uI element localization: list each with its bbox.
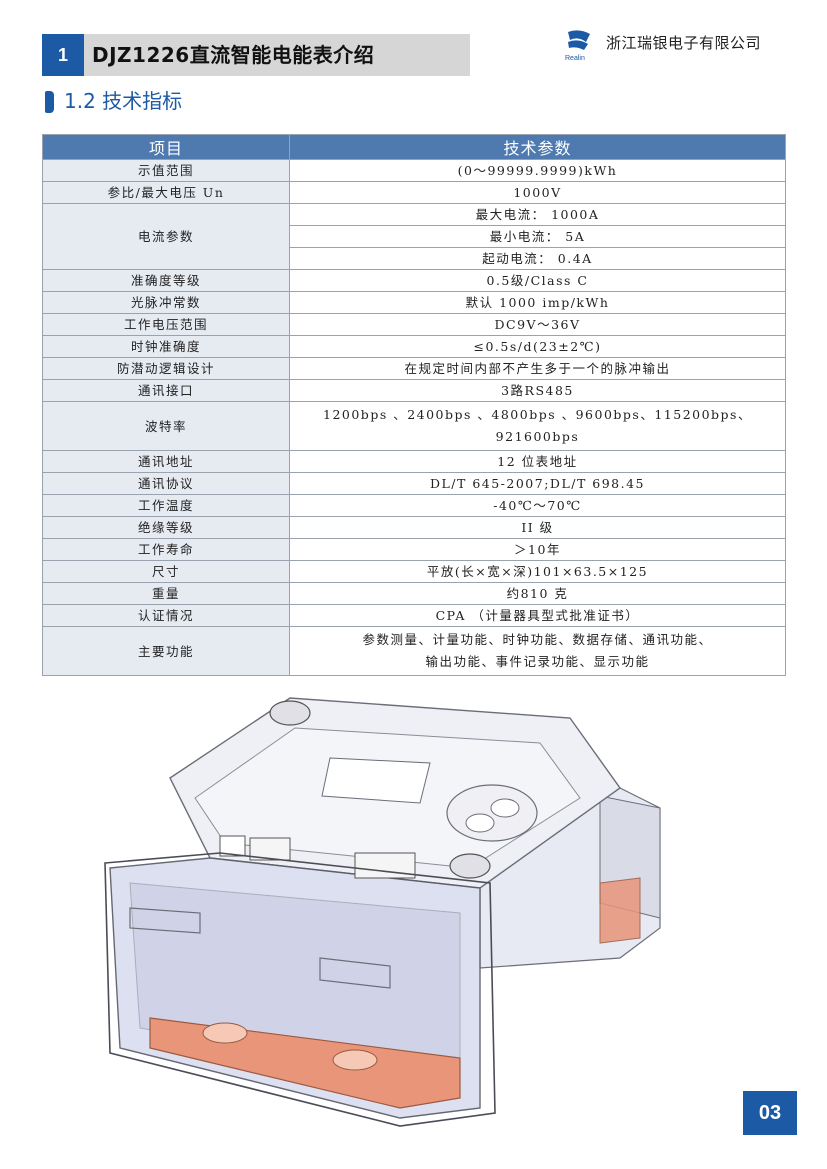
row-label: 电流参数 xyxy=(42,203,290,270)
table-row: 工作温度 -40℃～70℃ xyxy=(42,494,786,517)
table-row: 通讯接口 3路RS485 xyxy=(42,379,786,402)
table-row: 电流参数 最大电流： 1000A xyxy=(42,203,786,270)
company-name: 浙江瑞银电子有限公司 xyxy=(606,34,762,52)
row-value: 3路RS485 xyxy=(289,379,786,402)
table-row: 波特率 1200bps 、2400bps 、4800bps 、9600bps、1… xyxy=(42,401,786,451)
row-value: 0.5级/Class C xyxy=(289,269,786,292)
row-label: 准确度等级 xyxy=(42,269,290,292)
row-value-line: 参数测量、计量功能、时钟功能、数据存储、通讯功能、 xyxy=(362,632,713,647)
row-label: 通讯地址 xyxy=(42,450,290,473)
meter-product-illustration xyxy=(104,697,661,1127)
row-label: 光脉冲常数 xyxy=(42,291,290,314)
row-label: 重量 xyxy=(42,582,290,605)
row-value: -40℃～70℃ xyxy=(289,494,786,517)
row-label: 示值范围 xyxy=(42,159,290,182)
header-params: 技术参数 xyxy=(289,134,786,160)
table-row: 通讯协议 DL/T 645-2007;DL/T 698.45 xyxy=(42,472,786,495)
row-value-line: 输出功能、事件记录功能、显示功能 xyxy=(425,654,650,669)
row-label: 通讯接口 xyxy=(42,379,290,402)
row-value: 最小电流： 5A xyxy=(289,225,786,248)
table-row: 准确度等级 0.5级/Class C xyxy=(42,269,786,292)
header-item: 项目 xyxy=(42,134,290,160)
row-value: 默认 1000 imp/kWh xyxy=(289,291,786,314)
row-value: ≤0.5s/d(23±2℃) xyxy=(289,335,786,358)
row-value: 起动电流： 0.4A xyxy=(289,247,786,270)
table-row: 认证情况 CPA （计量器具型式批准证书） xyxy=(42,604,786,627)
row-value: 在规定时间内部不产生多于一个的脉冲输出 xyxy=(289,357,786,380)
row-value: 约810 克 xyxy=(289,582,786,605)
row-value: DL/T 645-2007;DL/T 698.45 xyxy=(289,472,786,495)
chapter-title: DJZ1226直流智能电能表介绍 xyxy=(92,43,375,67)
row-value-line: 1200bps 、2400bps 、4800bps 、9600bps、11520… xyxy=(323,407,752,422)
row-value: 最大电流： 1000A xyxy=(289,203,786,226)
row-value: II 级 xyxy=(289,516,786,539)
company-logo-icon: Realin xyxy=(565,30,590,62)
row-value: 参数测量、计量功能、时钟功能、数据存储、通讯功能、 输出功能、事件记录功能、显示… xyxy=(289,626,786,676)
table-row: 示值范围 (0～99999.9999)kWh xyxy=(42,159,786,182)
table-row: 参比/最大电压 Un 1000V xyxy=(42,181,786,204)
row-label: 波特率 xyxy=(42,401,290,451)
table-row: 光脉冲常数 默认 1000 imp/kWh xyxy=(42,291,786,314)
table-row: 尺寸 平放(长×宽×深)101×63.5×125 xyxy=(42,560,786,583)
table-row: 重量 约810 克 xyxy=(42,582,786,605)
section-marker xyxy=(45,91,54,113)
table-row: 时钟准确度 ≤0.5s/d(23±2℃) xyxy=(42,335,786,358)
row-value: ＞10年 xyxy=(289,538,786,561)
company-brand: Realin 浙江瑞银电子有限公司 xyxy=(564,28,794,64)
row-value: 1000V xyxy=(289,181,786,204)
row-label: 工作电压范围 xyxy=(42,313,290,336)
chapter-number: 1 xyxy=(42,34,84,76)
row-label: 绝缘等级 xyxy=(42,516,290,539)
row-value: (0～99999.9999)kWh xyxy=(289,159,786,182)
table-row: 防潜动逻辑设计 在规定时间内部不产生多于一个的脉冲输出 xyxy=(42,357,786,380)
table-row: 工作寿命 ＞10年 xyxy=(42,538,786,561)
row-value: CPA （计量器具型式批准证书） xyxy=(289,604,786,627)
company-logo-text: Realin xyxy=(565,55,585,62)
row-value-line: 921600bps xyxy=(495,429,580,444)
chapter-header-bar xyxy=(42,34,470,76)
row-label: 工作温度 xyxy=(42,494,290,517)
table-header-row: 项目 技术参数 xyxy=(42,134,786,160)
section-title: 1.2 技术指标 xyxy=(64,89,183,113)
page-number: 03 xyxy=(743,1091,797,1135)
row-label: 时钟准确度 xyxy=(42,335,290,358)
table-row: 通讯地址 12 位表地址 xyxy=(42,450,786,473)
row-value: 12 位表地址 xyxy=(289,450,786,473)
row-label: 尺寸 xyxy=(42,560,290,583)
row-label: 防潜动逻辑设计 xyxy=(42,357,290,380)
row-label: 工作寿命 xyxy=(42,538,290,561)
table-row: 工作电压范围 DC9V～36V xyxy=(42,313,786,336)
table-row: 主要功能 参数测量、计量功能、时钟功能、数据存储、通讯功能、 输出功能、事件记录… xyxy=(42,626,786,676)
row-label: 认证情况 xyxy=(42,604,290,627)
row-label: 主要功能 xyxy=(42,626,290,676)
row-value: 平放(长×宽×深)101×63.5×125 xyxy=(289,560,786,583)
row-value: 1200bps 、2400bps 、4800bps 、9600bps、11520… xyxy=(289,401,786,451)
row-label: 参比/最大电压 Un xyxy=(42,181,290,204)
table-row: 绝缘等级 II 级 xyxy=(42,516,786,539)
row-value: DC9V～36V xyxy=(289,313,786,336)
row-label: 通讯协议 xyxy=(42,472,290,495)
spec-table: 项目 技术参数 示值范围 (0～99999.9999)kWh 参比/最大电压 U… xyxy=(42,134,786,676)
